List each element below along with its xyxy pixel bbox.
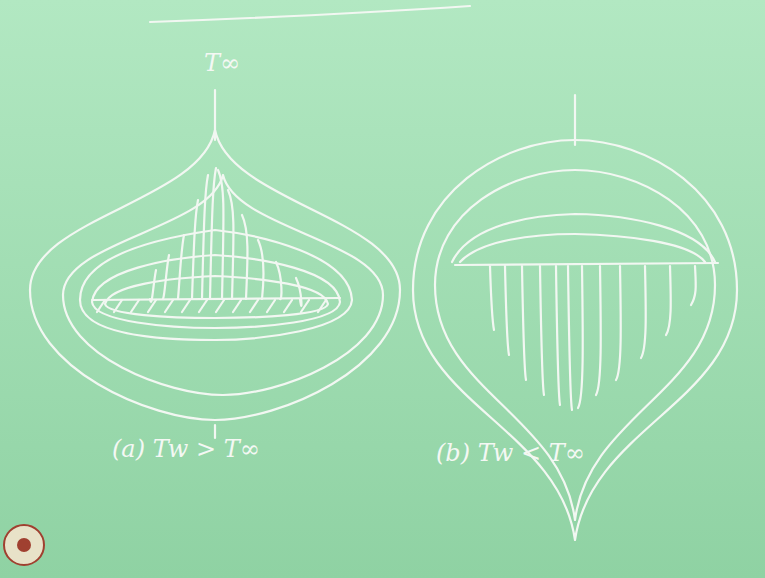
plume-line [578,266,583,408]
streamline [80,230,352,340]
plume-line [556,266,560,405]
plate-hatch [267,300,275,312]
plume-line [178,235,184,299]
plate-hatch [233,300,241,312]
ambient-temperature-label: T∞ [204,50,240,76]
case-a-caption: (a) Tw > T∞ [112,436,260,462]
plate-hatch [165,300,173,312]
streamline [92,255,340,328]
plume-line [666,266,671,335]
plate [92,298,340,300]
plate-hatch [318,300,326,312]
logo [4,525,44,565]
axis-line [574,95,576,145]
plume-line [242,215,247,299]
plate-hatch [250,300,258,312]
plume-line [616,266,621,380]
plume-line [568,266,572,410]
plate [455,263,718,265]
streamline [452,214,715,262]
plume-line [218,170,223,299]
plate-hatch [114,300,122,312]
plume-line [163,255,169,299]
streamline [460,234,705,262]
plate-hatch [284,300,292,312]
plume-line [192,200,198,299]
plume-line [150,270,156,302]
plate-hatch [216,300,224,312]
plate-hatch [131,300,139,312]
plume-line [210,168,216,299]
streamline [105,276,328,318]
streamline [435,170,715,520]
plume-line [276,262,281,299]
plume-line [522,266,526,380]
axis-line [214,90,216,140]
plate-hatch [182,300,190,312]
plume-line [505,266,509,355]
plume-line [296,278,301,306]
plume-line [490,266,494,330]
streamline [30,130,400,420]
streamline [413,140,737,540]
plate-hatch [97,300,105,312]
plume-line [691,266,696,305]
board-stroke [150,6,470,22]
plume-line [258,240,263,299]
case-b-caption: (b) Tw < T∞ [436,440,585,466]
plume-line [596,266,601,395]
plume-line [540,266,544,395]
plume-line [228,190,233,299]
plume-line [641,266,646,358]
plate-hatch [199,300,207,312]
plume-line [202,175,208,299]
